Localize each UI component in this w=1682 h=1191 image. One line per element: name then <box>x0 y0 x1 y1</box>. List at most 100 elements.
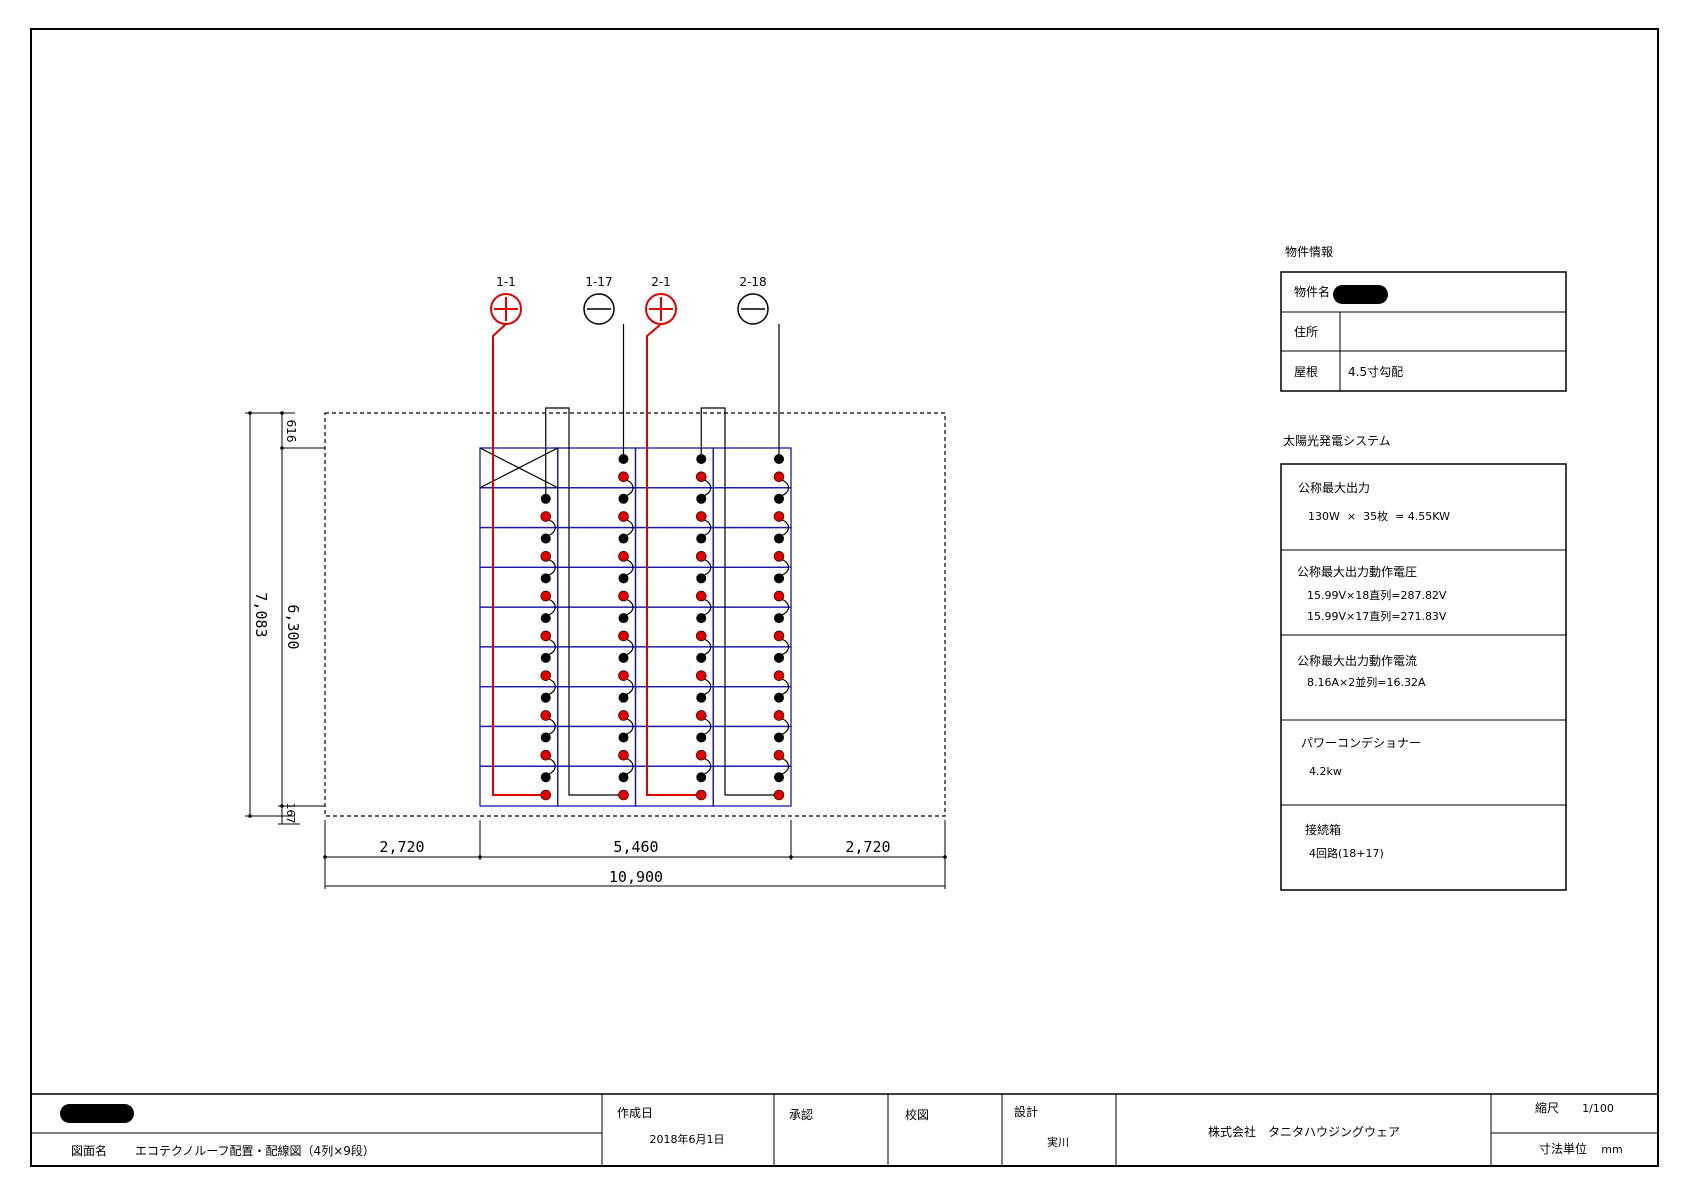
negative-connector <box>540 732 551 743</box>
positive-connector <box>773 511 785 522</box>
jumper-wire <box>703 479 712 497</box>
panel-connectors <box>540 454 785 801</box>
positive-connector <box>540 749 552 761</box>
jumper-wire <box>703 518 712 537</box>
jumper-wire <box>625 598 634 616</box>
positive-connector <box>695 590 707 602</box>
dim-bottom-right: 2,720 <box>845 838 890 856</box>
jumper-wire <box>703 678 712 696</box>
negative-connector <box>618 533 629 544</box>
positive-connector <box>773 590 785 602</box>
dim-left-middle: 6,300 <box>284 604 302 649</box>
plus-terminal-icon <box>645 293 677 325</box>
positive-connector <box>540 590 552 602</box>
unit-label: 寸法単位 <box>1539 1141 1587 1156</box>
positive-connector <box>773 551 785 562</box>
design-label: 設計 <box>1014 1104 1038 1119</box>
string-1-link-wire <box>545 407 620 796</box>
negative-connector <box>696 613 707 624</box>
negative-connector <box>774 533 784 544</box>
negative-connector <box>540 772 551 783</box>
operating-voltage-line-2: 15.99V×17直列=271.83V <box>1307 609 1447 623</box>
panel-grid <box>479 447 792 807</box>
negative-connector <box>618 692 629 703</box>
pv-system-panel: 太陽光発電システム 公称最大出力 130W × 35枚 = 4.55KW 公称最… <box>1280 433 1567 891</box>
positive-connector <box>773 749 785 761</box>
negative-connector <box>618 772 629 783</box>
jumper-wire <box>703 558 712 576</box>
positive-connector <box>540 710 552 721</box>
check-label: 校図 <box>905 1107 929 1122</box>
positive-connector <box>618 789 629 801</box>
positive-connector <box>773 789 785 801</box>
negative-connector <box>696 772 707 783</box>
negative-connector <box>696 493 707 504</box>
negative-connector <box>774 493 784 504</box>
jumper-wire <box>780 717 790 736</box>
dim-left-top: 616 <box>284 420 298 443</box>
drawing-name-label: 図面名 <box>71 1143 107 1158</box>
redaction-mark <box>1333 285 1388 304</box>
jumper-wire <box>780 558 790 576</box>
positive-connector <box>695 670 707 681</box>
panel-layout-drawing: 1-1 1-17 2-1 2-18 <box>245 275 947 889</box>
jumper-wire <box>547 757 556 775</box>
minus-terminal-icon <box>737 293 769 325</box>
jumper-wire <box>547 717 556 736</box>
positive-connector <box>773 630 785 642</box>
positive-connector <box>695 630 707 642</box>
string-1-positive-wire <box>492 323 542 796</box>
jumper-wire <box>703 638 712 656</box>
sheet-border <box>30 28 1659 1167</box>
solar-panel <box>712 765 792 807</box>
string-wiring <box>492 323 790 796</box>
positive-connector <box>618 590 629 602</box>
negative-connector <box>774 692 784 703</box>
created-date-label: 作成日 <box>617 1106 653 1120</box>
rated-output-title: 公称最大出力 <box>1298 481 1370 495</box>
negative-connector <box>774 573 784 584</box>
positive-connector <box>618 471 629 483</box>
string-2-positive-wire <box>646 323 698 796</box>
negative-connector <box>618 573 629 584</box>
jumper-wire <box>547 558 556 576</box>
terminals: 1-1 1-17 2-1 2-18 <box>490 275 769 325</box>
negative-connector <box>540 652 551 663</box>
terminal-label-2-1: 2-1 <box>651 275 671 289</box>
positive-connector <box>773 471 785 483</box>
jumper-wire <box>625 638 634 656</box>
operating-current-line-1: 8.16A×2並列=16.32A <box>1307 675 1426 689</box>
power-conditioner-line-1: 4.2kw <box>1309 765 1342 778</box>
positive-connector <box>540 630 552 642</box>
positive-connector <box>618 511 629 522</box>
negative-connector <box>696 652 707 663</box>
negative-connector <box>696 692 707 703</box>
property-info-panel: 物件情報 物件名 住所 屋根 4.5寸勾配 <box>1280 245 1567 392</box>
dim-bottom-left: 2,720 <box>379 838 424 856</box>
jumper-wire <box>780 678 790 696</box>
roof-value: 4.5寸勾配 <box>1348 365 1403 379</box>
jumper-wire <box>780 757 790 775</box>
jumper-wire <box>703 717 712 736</box>
jumper-wire <box>703 757 712 775</box>
terminal-label-1-1: 1-1 <box>496 275 516 289</box>
positive-connector <box>695 471 707 483</box>
negative-connector <box>618 652 629 663</box>
jumper-wire <box>547 598 556 616</box>
terminal-label-1-17: 1-17 <box>585 275 612 289</box>
dim-left-total: 7,083 <box>252 592 270 637</box>
jumper-wire <box>625 518 634 537</box>
jumper-wire <box>625 717 634 736</box>
positive-connector <box>618 630 629 642</box>
string-2-link-wire <box>700 407 775 796</box>
property-info-heading: 物件情報 <box>1285 245 1333 259</box>
positive-connector <box>618 551 629 562</box>
negative-connector <box>774 732 784 743</box>
company-name: 株式会社 タニタハウジングウェア <box>1208 1124 1400 1139</box>
negative-connector <box>774 652 784 663</box>
scale-label: 縮尺 <box>1535 1100 1559 1115</box>
negative-connector <box>774 772 784 783</box>
positive-connector <box>695 551 707 562</box>
dim-bottom-total: 10,900 <box>609 868 663 886</box>
positive-connector <box>695 789 707 801</box>
